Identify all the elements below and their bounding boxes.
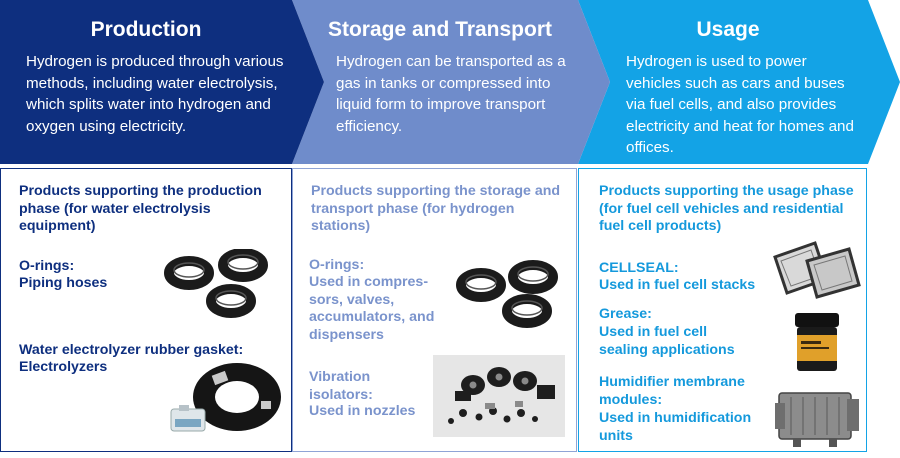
usage-item-use: Used in fuel cell stacks [599,277,756,293]
cellseal-image [773,241,861,299]
production-arrow [0,0,324,164]
production-products-box: Products supporting the production phase… [0,168,292,452]
storage-item-name: O-rings: [309,257,365,273]
production-title: Production [90,18,202,41]
usage-item-use: Used in fuel cell sealing applications [599,324,735,358]
vibration-isolators-image [433,355,565,437]
production-header: Production Hydrogen is produced through … [0,0,292,165]
header-band [0,0,900,164]
humidifier-module-image [775,392,859,447]
usage-header: Usage Hydrogen is used to power vehicles… [578,0,900,165]
production-item-use: Electrolyzers [19,359,108,375]
storage-item-name: Vibration isolators: [309,369,373,403]
storage-item-use: Used in compres-sors, valves, accumulato… [309,274,435,343]
usage-arrow [578,0,900,164]
production-products-heading: Products supporting the production phase… [19,183,262,234]
production-item-use: Piping hoses [19,275,108,291]
usage-item-name: Humidifier membrane modules: [599,374,745,408]
storage-item-use: Used in nozzles [309,403,416,419]
storage-title: Storage and Transport [327,18,553,41]
production-description: Hydrogen is produced through various met… [26,53,284,135]
usage-item-name: Grease: [599,306,652,322]
usage-products-box: Products supporting the usage phase (for… [578,168,867,452]
grease-jar-image [795,313,839,371]
o-rings-image [164,249,268,318]
o-rings-image [456,260,558,328]
usage-title: Usage [696,18,760,41]
rubber-gasket-image [170,363,281,432]
production-item-name: Water electrolyzer rubber gasket: [19,342,244,358]
production-item-name: O-rings: [19,258,75,274]
storage-header: Storage and Transport Hydrogen can be tr… [292,0,582,165]
usage-item-use: Used in humidification units [599,410,752,444]
usage-products-heading: Products supporting the usage phase (for… [599,183,854,234]
usage-description: Hydrogen is used to power vehicles such … [626,53,854,156]
storage-products-box: Products supporting the storage and tran… [292,168,577,452]
storage-description: Hydrogen can be transported as a gas in … [336,53,566,135]
storage-products-heading: Products supporting the storage and tran… [311,183,561,234]
usage-item-name: CELLSEAL: [599,260,679,276]
storage-arrow [292,0,610,164]
